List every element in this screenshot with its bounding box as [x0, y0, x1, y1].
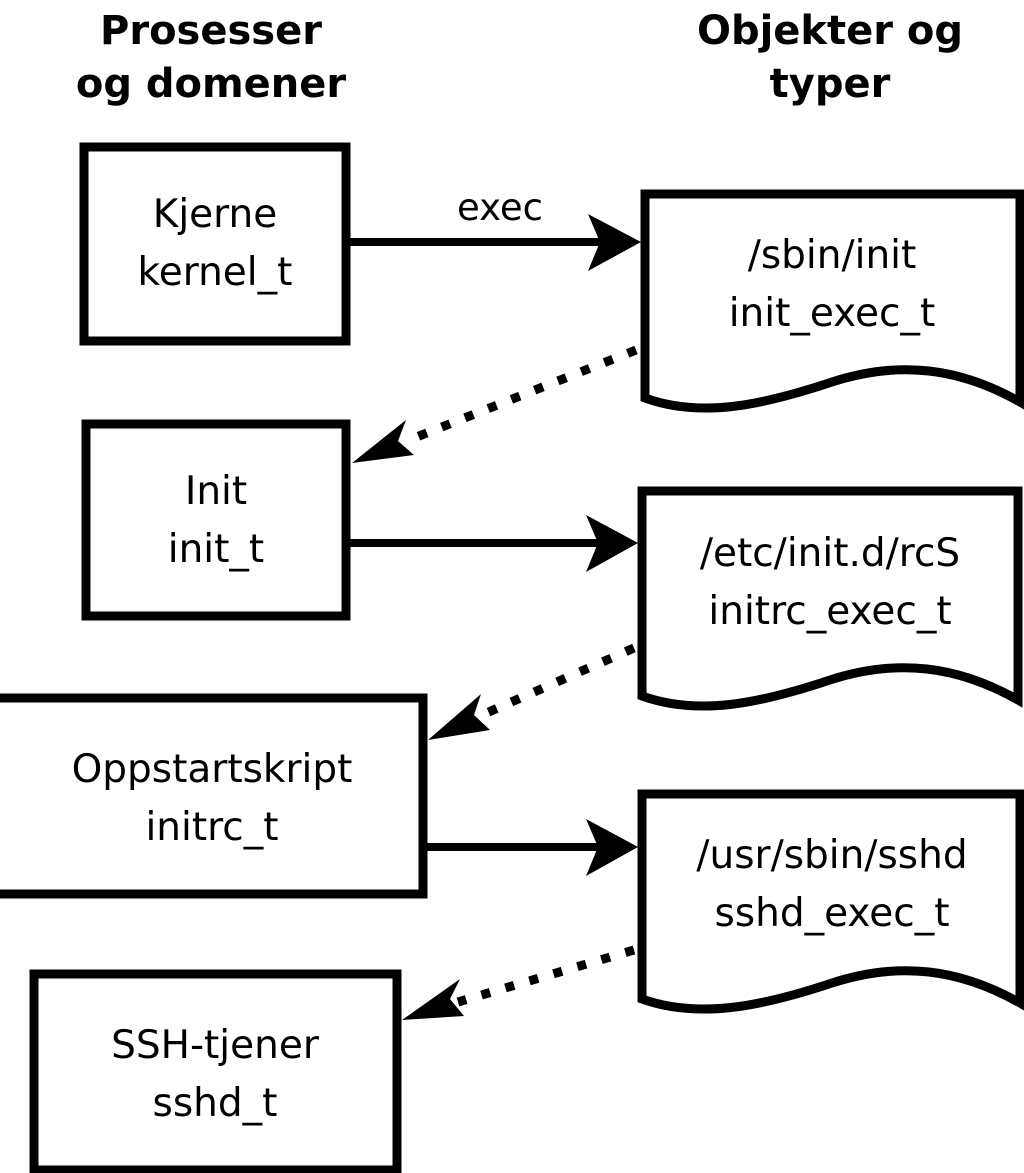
node-etc-initd-rcs-path: /etc/init.d/rcS [700, 531, 960, 576]
arrowhead-kernel-exec [588, 214, 641, 271]
arrowhead-initrc-transition [428, 694, 490, 740]
node-etc-initd-rcs[interactable]: /etc/init.d/rcS initrc_exec_t [637, 486, 1023, 711]
edge-sshd-transition-sshd-t [402, 945, 636, 1020]
node-sbin-init-type: init_exec_t [729, 291, 936, 336]
node-usr-sbin-sshd-path: /usr/sbin/sshd [696, 833, 967, 878]
edge-rcs-transition-initrc [428, 643, 636, 740]
column-header-processes-line2: og domener [76, 61, 347, 107]
node-initrc-type: initrc_t [145, 805, 278, 850]
node-sshd-type: sshd_t [153, 1081, 278, 1126]
node-usr-sbin-sshd[interactable]: /usr/sbin/sshd sshd_exec_t [637, 789, 1024, 1014]
edge-line-initrc-transition [480, 643, 636, 720]
node-init-name: Init [185, 469, 247, 514]
edge-kernel-exec-sbin-init: exec [350, 186, 641, 271]
column-header-objects-line1: Objekter og [697, 8, 963, 54]
column-header-objects: Objekter og typer [697, 8, 963, 107]
node-initrc[interactable]: Oppstartskript initrc_t [0, 693, 428, 899]
column-header-processes: Prosesser og domener [76, 8, 347, 107]
node-etc-initd-rcs-type: initrc_exec_t [708, 589, 951, 634]
arrowhead-sshd-transition [402, 979, 464, 1020]
edge-initrc-exec-sshd [427, 819, 638, 876]
arrowhead-init-exec [586, 515, 638, 572]
node-sshd[interactable]: SSH-tjener sshd_t [29, 969, 402, 1173]
column-header-processes-line1: Prosesser [100, 8, 322, 54]
node-initrc-box[interactable] [0, 693, 428, 899]
node-init-box[interactable] [81, 419, 351, 621]
node-init-type: init_t [168, 527, 264, 572]
node-usr-sbin-sshd-document-shape[interactable] [637, 789, 1024, 1014]
edge-sbin-init-transition-init [352, 345, 638, 463]
node-sbin-init-path: /sbin/init [748, 233, 917, 278]
edge-init-exec-rcs [350, 515, 638, 572]
edge-line-init-transition [402, 345, 638, 447]
node-kernel-type: kernel_t [138, 250, 293, 295]
node-sbin-init-document-shape[interactable] [640, 189, 1024, 413]
column-header-objects-line2: typer [770, 61, 891, 107]
node-initrc-name: Oppstartskript [72, 747, 353, 792]
node-kernel-box[interactable] [79, 142, 351, 346]
node-etc-initd-rcs-document-shape[interactable] [637, 486, 1023, 711]
node-kernel-name: Kjerne [153, 192, 277, 237]
node-kernel[interactable]: Kjerne kernel_t [79, 142, 351, 346]
arrowhead-initrc-exec [586, 819, 638, 876]
node-sshd-box[interactable] [29, 969, 402, 1173]
edge-label-exec: exec [457, 186, 543, 229]
node-init[interactable]: Init init_t [81, 419, 351, 621]
arrowhead-init-transition [352, 420, 414, 463]
node-sbin-init[interactable]: /sbin/init init_exec_t [640, 189, 1024, 413]
edge-line-sshd-transition [456, 945, 636, 1007]
node-sshd-name: SSH-tjener [111, 1023, 320, 1068]
node-usr-sbin-sshd-type: sshd_exec_t [714, 891, 949, 936]
